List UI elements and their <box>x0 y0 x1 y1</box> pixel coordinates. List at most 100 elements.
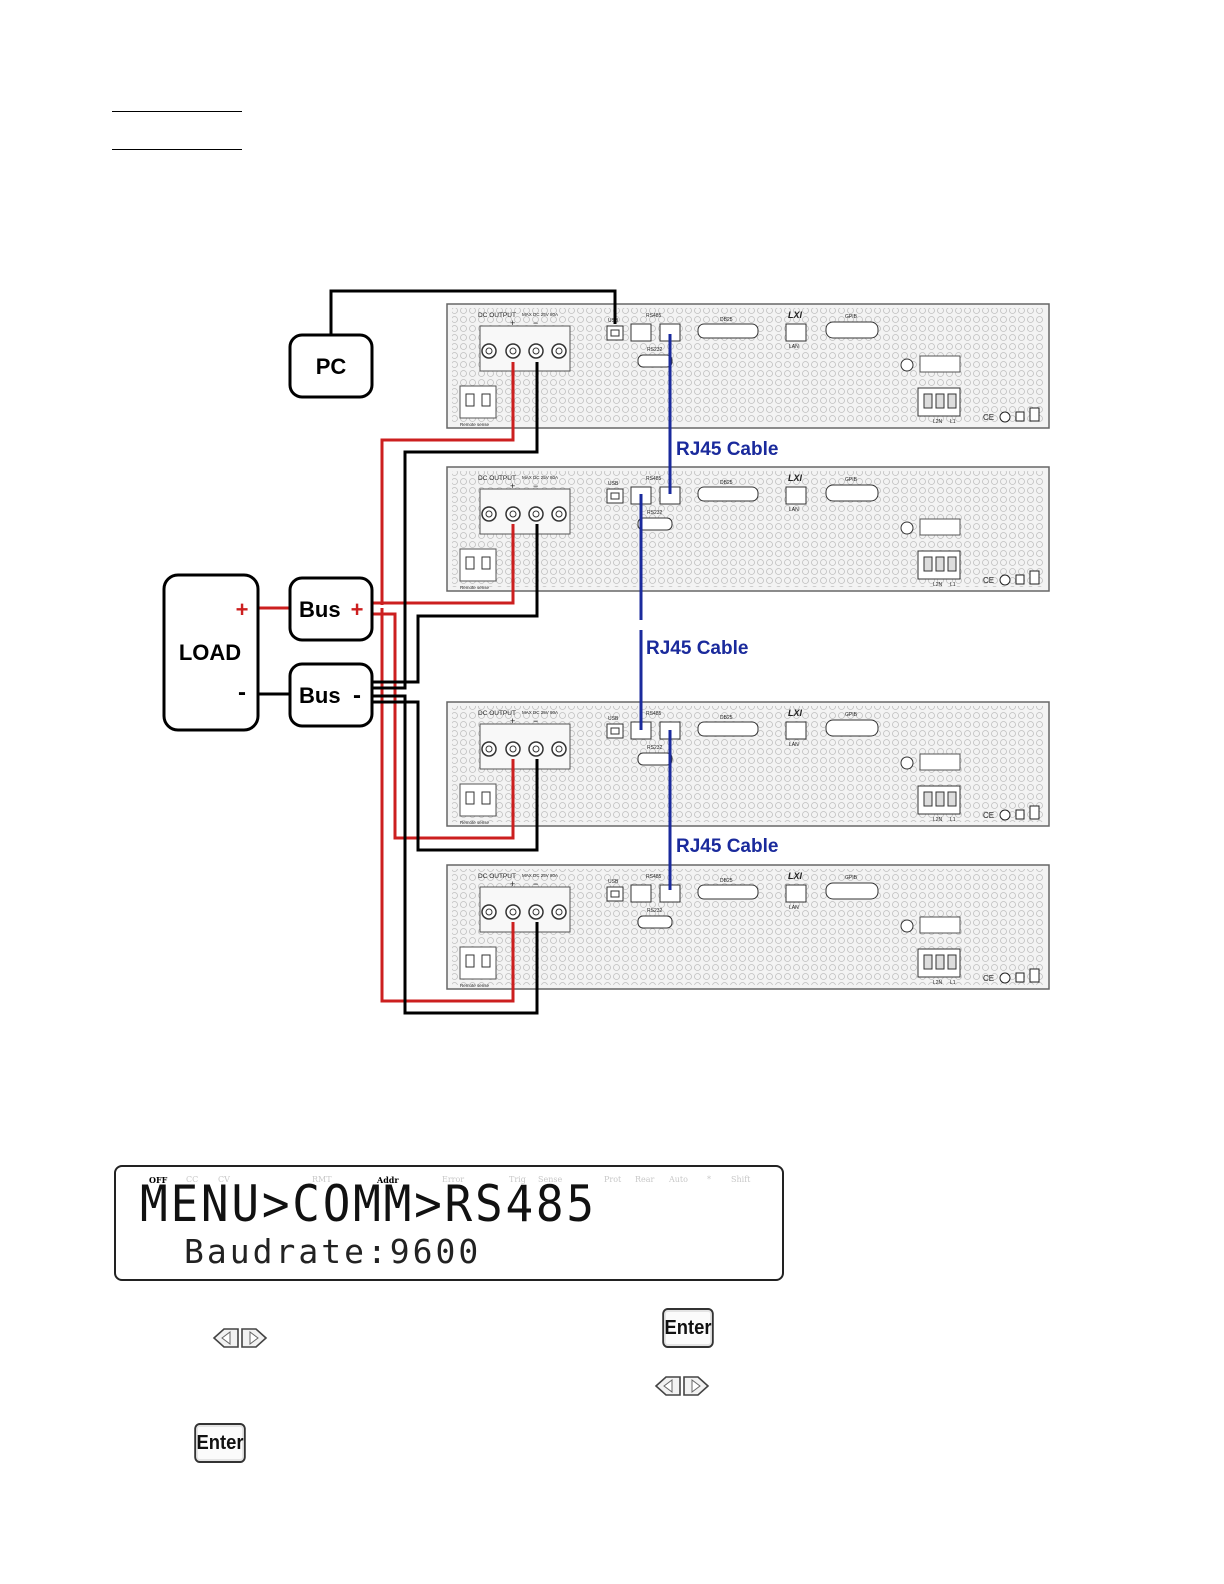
rating-label: MAX DC 25V 80A <box>522 312 558 317</box>
lcd-flag: Error <box>442 1175 465 1184</box>
bus-plus-box: Bus + <box>288 576 374 642</box>
pc-box: PC <box>288 333 374 399</box>
ce-mark: CE <box>983 576 994 585</box>
l2n-label: L2N <box>933 980 943 986</box>
lcd-flag: CV <box>218 1175 230 1184</box>
l1-label: L1 <box>950 817 956 823</box>
wiring <box>258 289 617 1015</box>
usb-port-label: USB <box>608 879 619 885</box>
db25-port-label: DB25 <box>720 317 733 323</box>
black-wire-unit1 <box>372 362 539 690</box>
remote-sense-label: Remote sense <box>460 983 490 988</box>
load-label: LOAD <box>179 640 241 665</box>
lxi-logo: LXI <box>788 473 803 483</box>
l2n-label: L2N <box>933 419 943 425</box>
lcd-flag: CC <box>186 1175 199 1184</box>
svg-text:+: + <box>510 481 515 491</box>
db25-port-label: DB25 <box>720 878 733 884</box>
gpib-port-label: GPIB <box>845 477 858 483</box>
rs232-port-label: RS232 <box>647 510 663 516</box>
remote-sense-label: Remote sense <box>460 820 490 825</box>
rating-label: MAX DC 25V 80A <box>522 873 558 878</box>
lcd-display: OFF CC CV RMT Addr Error Trig Sense Prot Rear Auto… <box>114 1165 784 1281</box>
l1-label: L1 <box>950 419 956 425</box>
load-box: LOAD + - <box>162 573 260 732</box>
rj45-cables <box>639 334 672 890</box>
db25-port-label: DB25 <box>720 480 733 486</box>
l2n-label: L2N <box>933 582 943 588</box>
red-wire-unit3 <box>372 612 515 840</box>
rj45-cable-label-3: RJ45 Cable <box>676 836 778 857</box>
bus-plus-label: Bus <box>299 597 341 622</box>
gpib-port-label: GPIB <box>845 875 858 881</box>
bus-plus-sign: + <box>351 597 364 622</box>
svg-text:−: − <box>533 318 538 328</box>
lcd-flag: Rear <box>635 1175 655 1184</box>
remote-sense-label: Remote sense <box>460 585 490 590</box>
dc-output-label: DC OUTPUT <box>478 312 516 319</box>
lxi-logo: LXI <box>788 871 803 881</box>
gpib-port-label: GPIB <box>845 314 858 320</box>
load-plus-terminal: + <box>236 597 249 622</box>
enter-key-button[interactable]: Enter <box>662 1308 714 1348</box>
bus-minus-box: Bus - <box>288 662 374 728</box>
lcd-flag: Auto <box>669 1175 688 1184</box>
lcd-status-flags: OFF CC CV RMT Addr Error Trig Sense Prot Rear Auto… <box>116 1175 782 1187</box>
l2n-label: L2N <box>933 817 943 823</box>
svg-text:−: − <box>533 716 538 726</box>
lcd-flag: Trig <box>509 1175 526 1184</box>
usb-port-label: USB <box>608 318 619 324</box>
bus-minus-sign: - <box>353 682 361 709</box>
black-wire-unit2 <box>372 524 539 684</box>
lcd-value-line: Baudrate:9600 <box>184 1232 482 1271</box>
rj45-cable-label-1: RJ45 Cable <box>676 439 778 460</box>
db25-port-label: DB25 <box>720 715 733 721</box>
lcd-flag: OFF <box>149 1175 168 1185</box>
dc-output-label: DC OUTPUT <box>478 873 516 880</box>
power-supply-unit-2: DC OUTPUT MAX DC 25V 80A + − Remote sense USB… <box>446 466 1050 592</box>
usb-port-label: USB <box>608 716 619 722</box>
dc-output-label: DC OUTPUT <box>478 475 516 482</box>
rs232-port-label: RS232 <box>647 908 663 914</box>
svg-text:−: − <box>533 879 538 889</box>
lcd-flag: Sense <box>538 1175 563 1184</box>
lcd-flag: Shift <box>731 1175 751 1184</box>
lan-port-label: LAN <box>789 742 799 748</box>
lxi-logo: LXI <box>788 310 803 320</box>
rs232-port-label: RS232 <box>647 745 663 751</box>
svg-text:+: + <box>510 879 515 889</box>
left-right-arrow-keys-icon[interactable] <box>654 1375 710 1397</box>
left-right-arrow-keys-icon[interactable] <box>212 1327 268 1349</box>
usb-port-label: USB <box>608 481 619 487</box>
l1-label: L1 <box>950 980 956 986</box>
ce-mark: CE <box>983 413 994 422</box>
pc-usb-cable <box>329 289 617 335</box>
black-wire-unit3 <box>372 700 539 852</box>
lan-port-label: LAN <box>789 905 799 911</box>
lcd-flag: Addr <box>377 1175 399 1185</box>
enter-key-button[interactable]: Enter <box>194 1423 246 1463</box>
black-wire-unit4 <box>372 694 539 1015</box>
header-rule-bottom <box>112 149 242 150</box>
l1-label: L1 <box>950 582 956 588</box>
rating-label: MAX DC 25V 80A <box>522 475 558 480</box>
red-wire-unit4 <box>380 608 515 1003</box>
svg-text:−: − <box>533 481 538 491</box>
lan-port-label: LAN <box>789 344 799 350</box>
lcd-flag: RMT <box>312 1175 332 1184</box>
lxi-logo: LXI <box>788 708 803 718</box>
rj45-cable-label-2: RJ45 Cable <box>646 638 748 659</box>
rs485-port-label: RS485 <box>646 313 662 319</box>
svg-text:+: + <box>510 716 515 726</box>
lcd-flag: Prot <box>604 1175 622 1184</box>
power-supply-unit-4: DC OUTPUT MAX DC 25V 80A + − Remote sense USB… <box>446 864 1050 990</box>
load-minus-terminal: - <box>238 679 246 706</box>
red-wire-unit2 <box>372 524 515 605</box>
header-rule-top <box>112 111 242 112</box>
pc-label: PC <box>316 354 347 379</box>
rs485-port-label: RS485 <box>646 874 662 880</box>
gpib-port-label: GPIB <box>845 712 858 718</box>
